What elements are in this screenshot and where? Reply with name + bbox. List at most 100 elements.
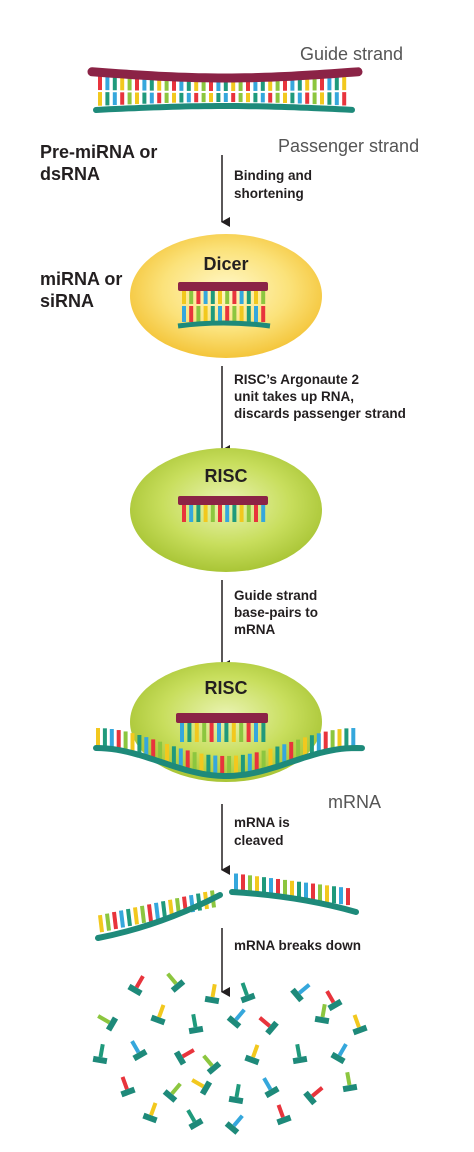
nucleotide-base [352,1014,361,1028]
nucleotide-backbone [127,983,143,997]
cleaved-mrna-fragment-right [229,873,359,915]
nucleotide-base [258,1016,271,1028]
step-base-pairing-line2: base-pairs to [234,605,318,620]
guide-strand [87,67,363,83]
nucleotide-backbone [327,998,343,1012]
nucleotide-backbone [199,1080,213,1096]
guide-strand-in-risc [178,496,268,522]
nucleotide-backbone [206,1061,222,1075]
nucleotide-base [191,1078,205,1089]
nucleotide-base [157,1004,166,1018]
step-risc-loading-line2: unit takes up RNA, [234,389,354,404]
nucleotide-base [120,1076,129,1090]
step-base-pairing-line1: Guide strand [234,588,317,603]
nucleotide [244,1044,260,1066]
nucleotide-backbone [150,1014,166,1026]
passenger-strand [93,103,355,113]
nucleotide-base [232,1114,244,1127]
nucleotide-base [262,1077,273,1091]
nucleotide [228,1083,244,1105]
pre-mirna-label-line1: Pre-miRNA or [40,142,157,162]
guide-strand [178,496,268,505]
guide-strand [176,713,268,723]
nucleotide [130,1040,148,1062]
mirna-sirna-duplex [177,282,271,329]
guide-strand-bound [176,713,268,742]
base [119,910,125,928]
nucleotide-backbone [142,1112,158,1124]
step-risc-loading-line1: RISC’s Argonaute 2 [234,372,359,387]
passenger-strand [177,320,271,329]
nucleotide-backbone [290,987,304,1003]
nucleotide-backbone [162,1089,178,1103]
nucleotide-base [251,1044,260,1058]
nucleotide [330,1043,348,1065]
nucleotide-backbone [314,1015,330,1025]
base [112,911,118,930]
nucleotide-base [166,972,178,985]
nucleotide [224,1114,244,1135]
fragment-backbone [95,892,223,941]
nucleotide [314,1003,330,1025]
degraded-nucleotides [92,972,368,1135]
nucleotide-backbone [204,995,220,1005]
nucleotide-base [210,983,217,998]
dicer-label: Dicer [203,254,248,274]
nucleotide-base [295,1043,302,1058]
nucleotide [186,1109,204,1131]
nucleotide-backbone [265,1020,279,1036]
nucleotide-base [170,1082,182,1095]
nucleotide [162,1082,182,1103]
nucleotide-base [345,1071,352,1086]
base [133,907,139,925]
base [98,914,104,933]
mirna-label-line1: miRNA or [40,269,122,289]
nucleotide-backbone [228,1095,244,1105]
nucleotide-base [181,1048,195,1059]
nucleotide [292,1043,308,1065]
nucleotide-base [320,1003,327,1018]
nucleotide-backbone [132,1048,148,1062]
base [140,905,146,924]
nucleotide [202,1054,222,1075]
nucleotide [325,990,343,1012]
nucleotide [276,1104,292,1126]
nucleotide-backbone [240,992,256,1004]
nucleotide-base [298,983,311,995]
nucleotide [342,1071,358,1093]
nucleotide-backbone [244,1054,260,1066]
nucleotide-backbone [105,1016,119,1032]
nucleotide-base [149,1102,158,1116]
nucleotide-base [134,975,145,989]
guide-strand-label: Guide strand [300,44,403,64]
nucleotide [173,1048,195,1066]
risc-label-1: RISC [204,466,247,486]
mirna-label-line2: siRNA [40,291,94,311]
pre-mirna-label-line2: dsRNA [40,164,100,184]
base [154,902,160,921]
base [147,904,153,922]
nucleotide-backbone [92,1055,108,1065]
nucleotide-base [234,1008,246,1021]
passenger-strand-label: Passenger strand [278,136,419,156]
nucleotide-backbone [226,1015,242,1029]
nucleotide [290,983,311,1003]
base [105,913,111,931]
nucleotide-backbone [292,1055,308,1065]
nucleotide-backbone [264,1085,280,1099]
nucleotide-base [276,1104,285,1118]
nucleotide-base [98,1043,105,1058]
nucleotide [188,1013,204,1035]
nucleotide-backbone [342,1083,358,1093]
step-binding-line2: shortening [234,186,304,201]
nucleotide-backbone [173,1050,187,1066]
nucleotide [150,1004,166,1026]
nucleotide-backbone [170,979,186,993]
nucleotide-backbone [276,1114,292,1126]
risc-label-2: RISC [204,678,247,698]
step-risc-loading-line3: discards passenger strand [234,406,406,421]
nucleotide [120,1076,136,1098]
fragment-backbone [229,889,359,915]
nucleotide [240,982,256,1004]
